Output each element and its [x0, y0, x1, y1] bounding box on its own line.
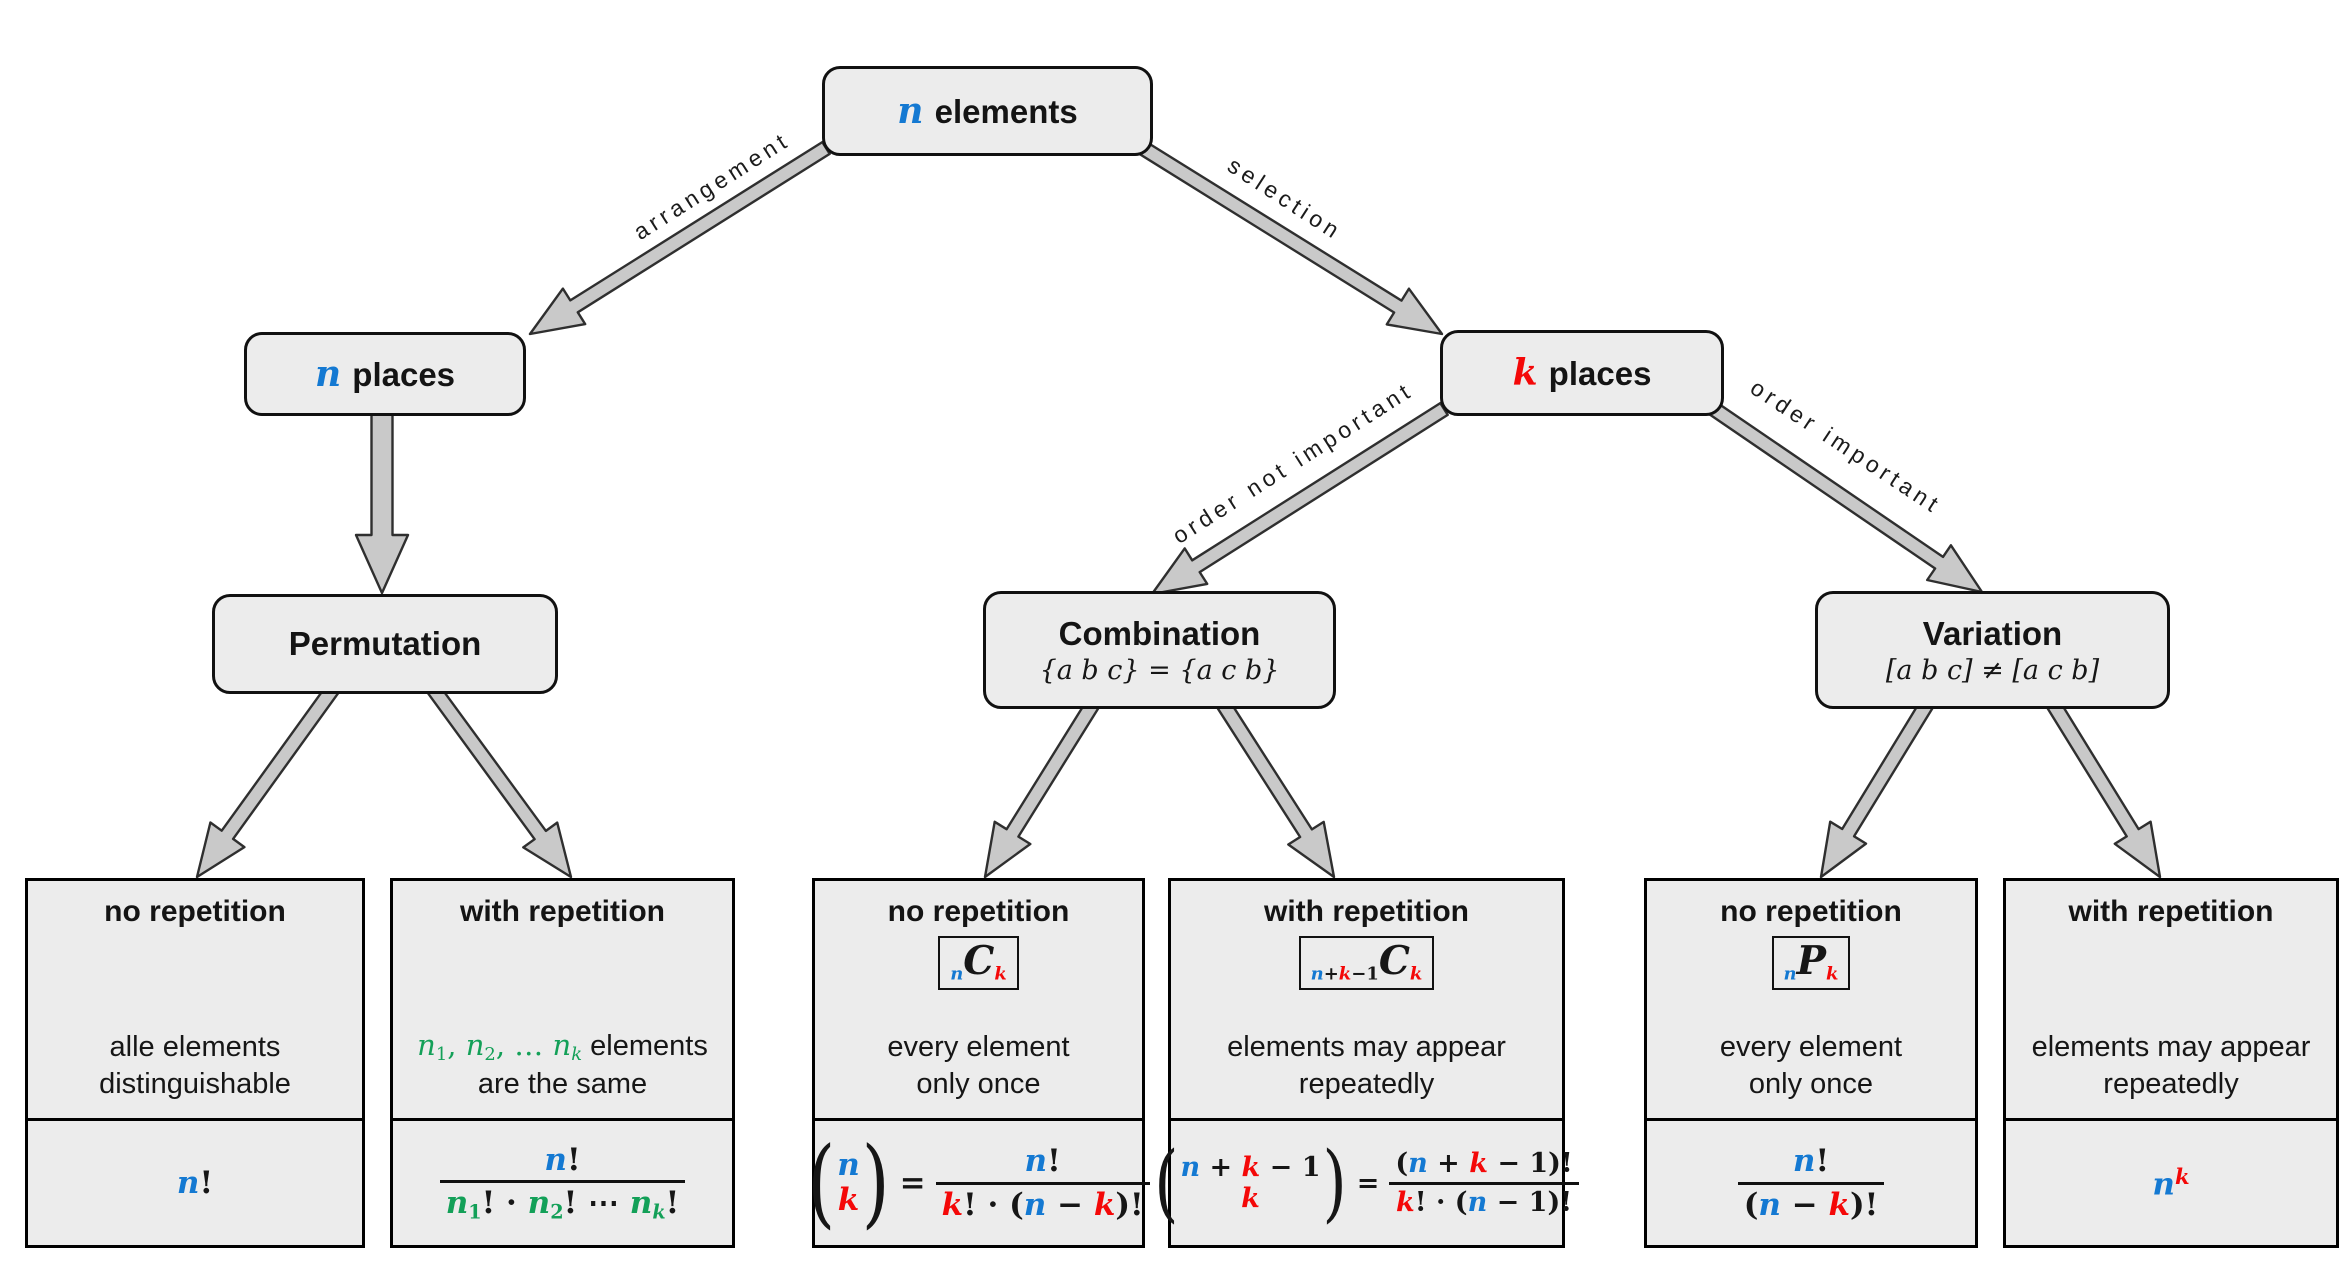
- leaf-title: with repetition: [2068, 895, 2274, 928]
- node-variation-label: Variation: [1922, 614, 2063, 652]
- leaf-formula: n!n1! · n2! ⋯ nk!: [393, 1121, 732, 1245]
- leaf-formula: n!(n − k)!: [1647, 1121, 1975, 1245]
- node-variation-subtitle: [a b c] ≠ [a c b]: [1885, 654, 2100, 686]
- node-permutation-label: Permutation: [288, 625, 482, 662]
- node-n-elements-label: n elements: [897, 90, 1078, 132]
- math-var-k: k: [1512, 352, 1538, 394]
- node-n-elements: n elements: [822, 66, 1153, 156]
- formula-symbol-badge: n+k−1Ck: [1298, 936, 1435, 990]
- node-combination-subtitle: {a b c} = {a c b}: [1039, 654, 1280, 686]
- leaf-formula: n!: [176, 1165, 214, 1201]
- leaf-title: with repetition: [460, 895, 665, 928]
- leaf-description-section: with repetition n+k−1Ck elements may app…: [1171, 881, 1562, 1121]
- node-combination-label: Combination: [1058, 614, 1261, 652]
- node-variation: Variation [a b c] ≠ [a c b]: [1815, 591, 2170, 709]
- math-var-n: n: [314, 353, 342, 395]
- formula-symbol-badge: nCk: [938, 936, 1019, 990]
- leaf-title: with repetition: [1264, 895, 1469, 928]
- math-var-n: n: [897, 90, 924, 132]
- node-permutation: Permutation: [212, 594, 558, 694]
- leaf-formula: nk: [2152, 1163, 2190, 1203]
- leaf-title: no repetition: [887, 895, 1070, 928]
- node-combination: Combination {a b c} = {a c b}: [983, 591, 1336, 709]
- node-k-places-label: k places: [1512, 352, 1652, 394]
- leaf-title: no repetition: [104, 895, 286, 928]
- leaf-title: no repetition: [1720, 895, 1902, 928]
- node-n-places: n places: [244, 332, 526, 416]
- node-k-places: k places: [1440, 330, 1724, 416]
- leaf-combination-with-repetition: with repetition n+k−1Ck elements may app…: [1154, 878, 1579, 1248]
- node-n-places-label: n places: [314, 353, 456, 395]
- formula-symbol-badge: nPk: [1771, 936, 1851, 990]
